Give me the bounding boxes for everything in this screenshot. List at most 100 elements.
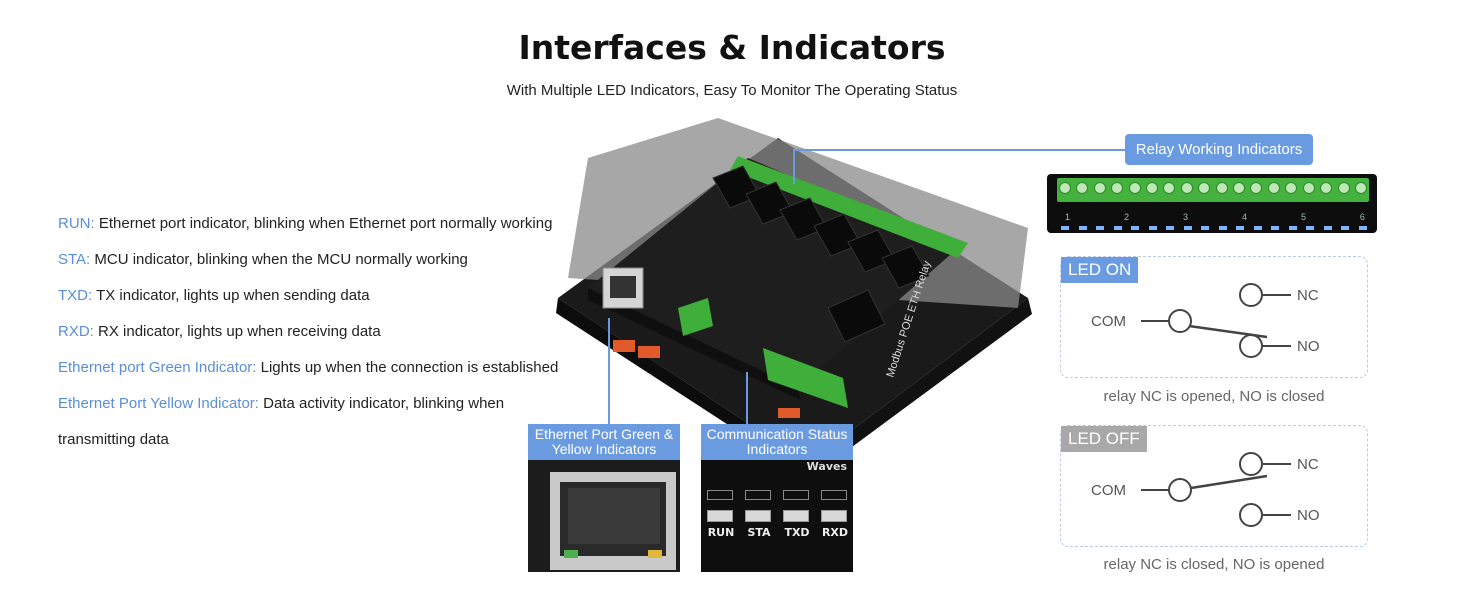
led-pad: [821, 490, 847, 500]
relay-leader-horizontal: [793, 149, 1126, 151]
comm-status-callout: Communication Status Indicators Waves RU…: [701, 424, 853, 572]
brand-label: Waves: [806, 460, 847, 473]
eth-green-description: Ethernet port Green Indicator: Lights up…: [58, 350, 578, 386]
relay-led-dot: [1148, 226, 1157, 230]
rxd-description: RXD: RX indicator, lights up when receiv…: [58, 314, 578, 350]
led-label-txd: TXD: [784, 526, 810, 539]
terminal-screw: [1146, 182, 1159, 194]
relay-number: 1: [1065, 212, 1071, 222]
indicator-description-list: RUN: Ethernet port indicator, blinking w…: [58, 206, 578, 458]
relay-terminal-strip-photo: 1 2 3 4 5 6: [1047, 174, 1377, 233]
sta-key: STA:: [58, 251, 91, 268]
terminal-screw: [1320, 182, 1333, 194]
relay-led-dot: [1236, 226, 1245, 230]
led-light: [745, 510, 771, 522]
relay-led-dot: [1078, 226, 1087, 230]
led-on-com-label: COM: [1091, 313, 1126, 330]
ethernet-callout-caption: Ethernet Port Green & Yellow Indicators: [528, 424, 680, 460]
led-label-sta: STA: [747, 526, 771, 539]
led-label-run: RUN: [707, 526, 735, 539]
led-off-no-label: NO: [1297, 507, 1320, 524]
led-light: [783, 510, 809, 522]
led-on-caption: relay NC is opened, NO is closed: [1103, 388, 1325, 405]
relay-led-dot: [1096, 226, 1105, 230]
eth-yellow-key: Ethernet Port Yellow Indicator:: [58, 395, 259, 412]
terminal-screw: [1233, 182, 1246, 194]
terminal-screw: [1076, 182, 1089, 194]
txd-text: TX indicator, lights up when sending dat…: [92, 287, 370, 304]
relay-number: 3: [1182, 212, 1188, 222]
comm-led-photo: Waves RUN STA TXD RXD: [701, 460, 853, 572]
run-key: RUN:: [58, 215, 95, 232]
led-on-switch-diagram: [1141, 283, 1291, 358]
run-description: RUN: Ethernet port indicator, blinking w…: [58, 206, 578, 242]
relay-number: 6: [1359, 212, 1365, 222]
terminal-screw: [1111, 182, 1124, 194]
eth-yellow-description: Ethernet Port Yellow Indicator: Data act…: [58, 386, 528, 458]
relay-number: 2: [1123, 212, 1129, 222]
txd-description: TXD: TX indicator, lights up when sendin…: [58, 278, 578, 314]
terminal-screw: [1215, 182, 1228, 194]
relay-indicator-label: Relay Working Indicators: [1125, 134, 1313, 165]
led-off-nc-label: NC: [1297, 456, 1319, 473]
terminal-screw: [1093, 182, 1106, 194]
terminal-screw: [1267, 182, 1280, 194]
terminal-screw: [1250, 182, 1263, 194]
relay-led-dot: [1131, 226, 1140, 230]
ethernet-port-photo: [528, 460, 680, 572]
terminal-screw: [1302, 182, 1315, 194]
ethernet-indicator-callout: Ethernet Port Green & Yellow Indicators: [528, 424, 680, 572]
led-pad: [707, 490, 733, 500]
terminal-screw: [1059, 182, 1071, 194]
led-light: [707, 510, 733, 522]
relay-led-dot: [1323, 226, 1332, 230]
led-on-panel: LED ON COM NC NO: [1060, 256, 1368, 378]
txd-key: TXD:: [58, 287, 93, 304]
led-pad: [745, 490, 771, 500]
relay-led-dot: [1271, 226, 1280, 230]
sta-text: MCU indicator, blinking when the MCU nor…: [90, 251, 468, 268]
rxd-key: RXD:: [58, 323, 94, 340]
terminal-screw: [1285, 182, 1298, 194]
run-text: Ethernet port indicator, blinking when E…: [94, 215, 553, 232]
eth-green-key: Ethernet port Green Indicator:: [58, 359, 257, 376]
relay-led-dot: [1288, 226, 1297, 230]
relay-leader-vertical: [793, 150, 795, 184]
ethernet-leader-line: [608, 318, 610, 424]
led-off-com-label: COM: [1091, 482, 1126, 499]
relay-led-dot: [1253, 226, 1262, 230]
terminal-screw: [1354, 182, 1367, 194]
eth-green-text: Lights up when the connection is establi…: [256, 359, 559, 376]
eth-yellow-text: Data activity indicator, blinking when t…: [58, 395, 505, 448]
led-light: [821, 510, 847, 522]
led-off-panel: LED OFF COM NC NO: [1060, 425, 1368, 547]
terminal-screw: [1180, 182, 1193, 194]
terminal-screw: [1337, 182, 1350, 194]
relay-number: 5: [1300, 212, 1306, 222]
terminal-screw: [1128, 182, 1141, 194]
relay-led-dot: [1341, 226, 1350, 230]
relay-led-dot: [1358, 226, 1367, 230]
relay-led-dot: [1306, 226, 1315, 230]
led-label-rxd: RXD: [821, 526, 849, 539]
relay-led-dot: [1166, 226, 1175, 230]
comm-leader-line: [746, 372, 748, 424]
relay-number: 4: [1241, 212, 1247, 222]
led-off-caption: relay NC is closed, NO is opened: [1103, 556, 1325, 573]
led-off-switch-diagram: [1141, 452, 1291, 527]
page-title: Interfaces & Indicators: [518, 28, 946, 67]
page-subtitle: With Multiple LED Indicators, Easy To Mo…: [506, 82, 958, 99]
led-pad: [783, 490, 809, 500]
relay-led-dot: [1218, 226, 1227, 230]
comm-callout-caption: Communication Status Indicators: [701, 424, 853, 460]
led-on-tag: LED ON: [1061, 257, 1139, 283]
relay-led-dot: [1113, 226, 1122, 230]
rxd-text: RX indicator, lights up when receiving d…: [93, 323, 381, 340]
terminal-screw: [1198, 182, 1211, 194]
led-on-no-label: NO: [1297, 338, 1320, 355]
led-off-tag: LED OFF: [1061, 426, 1147, 452]
relay-led-dot: [1061, 226, 1069, 230]
relay-led-dot: [1201, 226, 1210, 230]
sta-description: STA: MCU indicator, blinking when the MC…: [58, 242, 578, 278]
led-on-nc-label: NC: [1297, 287, 1319, 304]
